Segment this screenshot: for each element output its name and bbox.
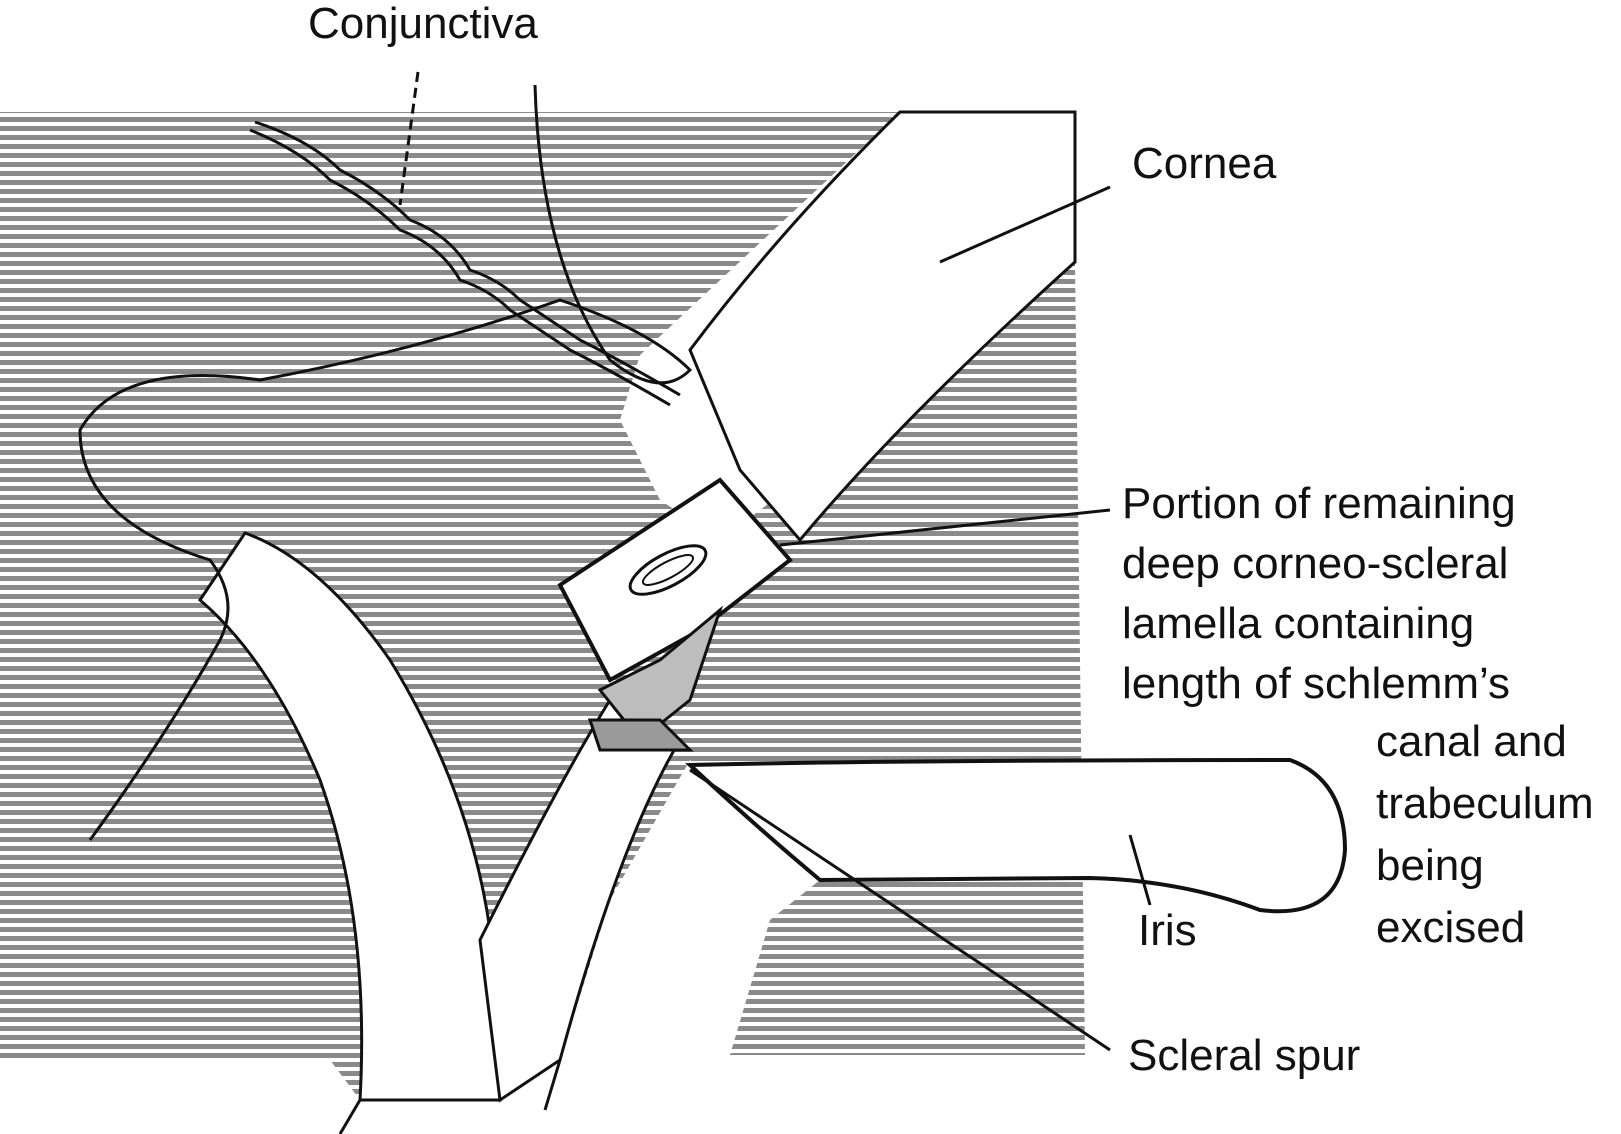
conjunctiva-line-inner: [249, 128, 671, 407]
portion-label-line-4: length of schlemm’s: [1122, 659, 1510, 708]
conjunctiva-line-outer: [254, 120, 681, 397]
conjunctiva-leader: [398, 71, 420, 206]
portion-leader: [779, 508, 1111, 547]
cornea-leader: [939, 185, 1111, 264]
conjunctival-loop: [78, 84, 693, 841]
portion-label-line-8: excised: [1376, 903, 1525, 952]
portion-label-line-2: deep corneo-scleral: [1122, 539, 1508, 588]
cornea-label: Cornea: [1132, 139, 1277, 188]
schlemms-canal-opening: [628, 544, 708, 596]
iris-label: Iris: [1138, 906, 1197, 955]
flap-edge-line-right: [543, 1059, 562, 1111]
portion-label-line-6: trabeculum: [1376, 779, 1594, 828]
portion-label-line-5: canal and: [1376, 717, 1567, 766]
scleral-spur-leader: [689, 768, 1111, 1052]
portion-label-line-1: Portion of remaining: [1122, 479, 1516, 528]
portion-label-line-3: lamella containing: [1122, 599, 1474, 648]
cornea-shape: [688, 110, 1077, 543]
scleral-spur-band: [587, 718, 694, 752]
schlemms-canal-inner: [641, 554, 695, 586]
iris-shape: [685, 757, 1348, 914]
iris-leader: [1128, 834, 1152, 906]
scleral-spur-label: Scleral spur: [1128, 1031, 1360, 1080]
conjunctiva-label: Conjunctiva: [308, 0, 538, 48]
flap-edge-line-left: [338, 1099, 362, 1134]
portion-label-line-7: being: [1376, 841, 1484, 890]
lamella-block: [557, 477, 793, 683]
